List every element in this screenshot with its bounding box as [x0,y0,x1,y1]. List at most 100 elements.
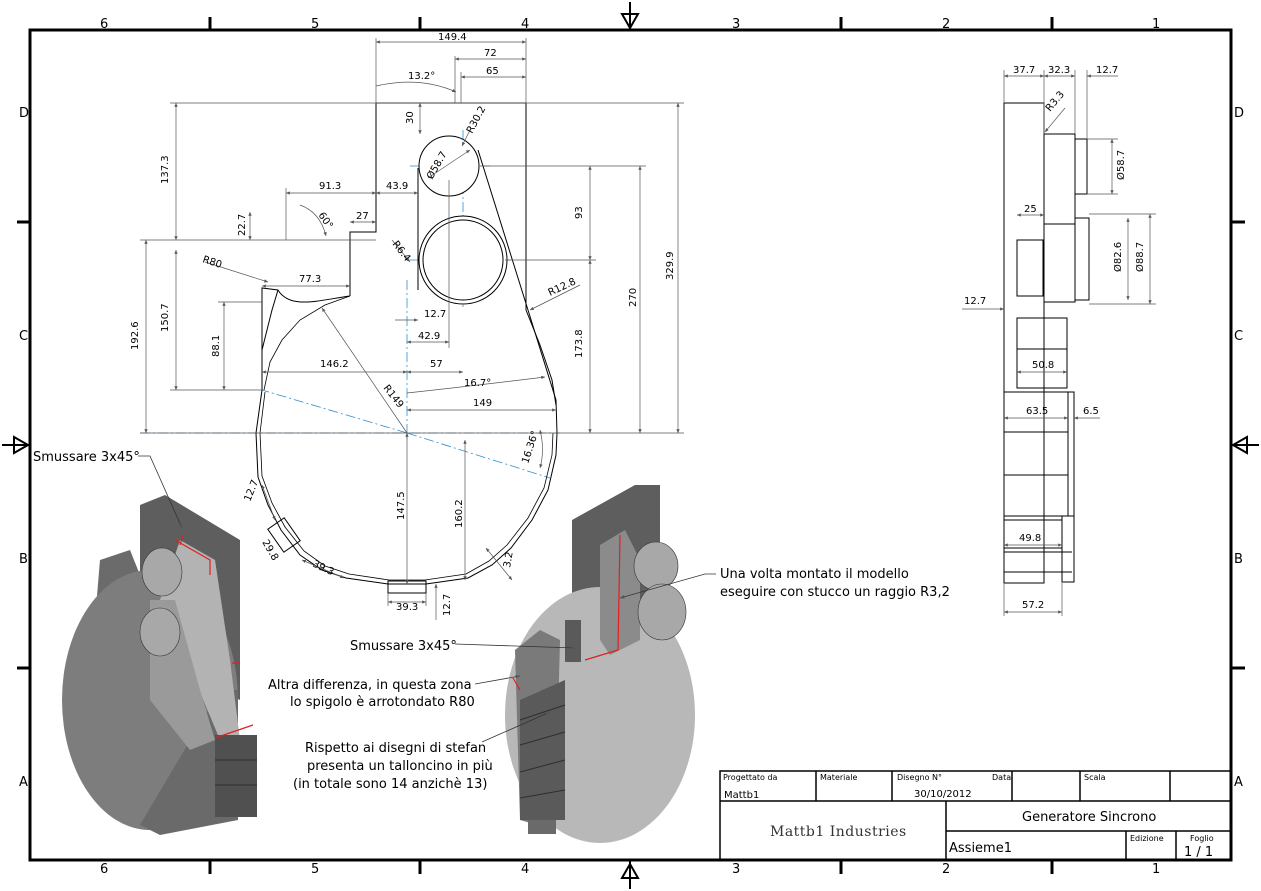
front-view [140,102,560,594]
note-difference-line-2: lo spigolo è arrotondato R80 [290,695,475,710]
dim-77-3: 77.3 [299,274,321,285]
note-chamfer-right: Smussare 3x45° [350,639,457,654]
dim-60-angle: 60° [316,210,335,231]
tb-sheet-label: Foglio [1190,834,1214,843]
dim-39-3-a: 39.3 [311,559,336,578]
note-heel-line-3: (in totale sono 14 anzichè 13) [293,777,487,792]
zone-col-2-top: 2 [942,17,950,32]
tb-date-value: 30/10/2012 [914,789,972,800]
side-dim-12-7-a: 12.7 [1096,65,1118,76]
zone-row-a-right: A [1234,775,1243,790]
note-heel-line-2: presenta un talloncino in più [307,759,493,774]
dim-146-2: 146.2 [320,359,349,370]
side-view [1003,102,1090,584]
annotation-leaders [138,455,716,743]
dim-65: 65 [486,66,499,77]
note-chamfer-left: Smussare 3x45° [33,450,140,465]
dim-160-2: 160.2 [454,499,465,528]
isometric-view-right [505,485,695,843]
note-difference-line-1: Altra differenza, in questa zona [268,678,472,693]
dim-39-3-b: 39.3 [396,602,418,613]
tb-drawing-no-label: Disegno N° [897,773,942,782]
tb-edition-label: Edizione [1130,834,1164,843]
tb-subtitle: Assieme1 [949,841,1012,856]
dim-91-3: 91.3 [319,181,341,192]
zone-row-c-right: C [1234,329,1243,344]
zone-col-3-bottom: 3 [732,862,740,877]
side-dim-dia82-6: Ø82.6 [1112,242,1124,272]
dim-149: 149 [473,398,492,409]
dim-72: 72 [484,48,497,59]
dim-42-9: 42.9 [418,331,440,342]
zone-col-2-bottom: 2 [942,862,950,877]
dim-137-3: 137.3 [160,155,171,184]
dim-88-1: 88.1 [211,335,222,357]
dim-12-7-b: 12.7 [243,478,262,503]
zone-row-d-left: D [19,106,29,121]
dim-r149: R149 [381,383,406,410]
dim-93: 93 [574,206,585,219]
side-dim-37-7: 37.7 [1013,65,1035,76]
zone-col-1-top: 1 [1152,17,1160,32]
annotation-notes: Smussare 3x45° Una volta montato il mode… [33,450,950,792]
dim-43-9: 43.9 [386,181,408,192]
zone-row-d-right: D [1234,106,1244,121]
title-block: Progettato da Mattb1 Materiale Disegno N… [719,770,1232,861]
tb-designed-by-label: Progettato da [723,773,778,782]
zone-col-5-bottom: 5 [311,862,319,877]
tb-title: Generatore Sincrono [1022,810,1156,825]
zone-row-a-left: A [19,775,28,790]
zone-row-b-right: B [1234,552,1243,567]
zone-col-4-bottom: 4 [521,862,529,877]
dim-16-36-angle: 16.36° [520,430,541,465]
dim-3-2: 3.2 [502,551,516,569]
dim-329-9: 329.9 [665,251,676,280]
zone-col-4-top: 4 [521,17,529,32]
dim-173-8: 173.8 [574,329,585,358]
note-stucco-line-1: Una volta montato il modello [720,567,909,582]
side-dim-dia88-7: Ø88.7 [1134,242,1146,272]
dim-16-7-angle: 16.7° [464,378,491,389]
tb-material-label: Materiale [820,773,858,782]
dim-12-7-a: 12.7 [424,309,446,320]
zone-col-6-bottom: 6 [100,862,108,877]
side-dim-57-2: 57.2 [1022,600,1044,611]
dim-147-5: 147.5 [396,491,407,520]
side-dim-dia58-7: Ø58.7 [1115,150,1127,180]
dim-r30-2: R30.2 [465,104,488,135]
tb-date-label: Data [992,773,1011,782]
side-dim-50-8: 50.8 [1032,360,1054,371]
tb-scale-label: Scala [1084,773,1106,782]
side-dimension-texts: 37.7 32.3 12.7 R3.3 Ø58.7 25 Ø82.6 Ø88.7… [964,65,1146,611]
dim-57: 57 [430,359,443,370]
tb-company-name: Mattb1 Industries [770,824,907,840]
side-dim-63-5: 63.5 [1026,406,1048,417]
side-dim-32-3: 32.3 [1048,65,1070,76]
dim-22-7: 22.7 [237,214,248,236]
side-dim-12-7-b: 12.7 [964,296,986,307]
front-dimension-lines [140,38,684,620]
tb-designed-by-value: Mattb1 [724,790,759,801]
side-dimension-lines [962,70,1156,616]
dim-r80: R80 [201,254,223,271]
side-dim-25: 25 [1024,204,1037,215]
side-dim-6-5: 6.5 [1083,406,1099,417]
dim-30: 30 [405,111,416,124]
note-stucco-line-2: eseguire con stucco un raggio R3,2 [720,585,950,600]
dim-r12-8: R12.8 [547,276,578,298]
zone-col-5-top: 5 [311,17,319,32]
dim-270: 270 [628,288,639,307]
dim-r6-4: R6.4 [390,239,413,264]
side-dim-49-8: 49.8 [1019,533,1041,544]
zone-row-b-left: B [19,552,28,567]
dim-27: 27 [356,211,369,222]
tb-sheet-value: 1 / 1 [1184,845,1213,860]
dim-192-6: 192.6 [130,321,141,350]
zone-row-c-left: C [19,329,28,344]
dim-150-7: 150.7 [160,303,171,332]
dim-13-2-angle: 13.2° [408,71,435,82]
zone-col-3-top: 3 [732,17,740,32]
note-heel-line-1: Rispetto ai disegni di stefan [305,741,486,756]
zone-col-6-top: 6 [100,17,108,32]
